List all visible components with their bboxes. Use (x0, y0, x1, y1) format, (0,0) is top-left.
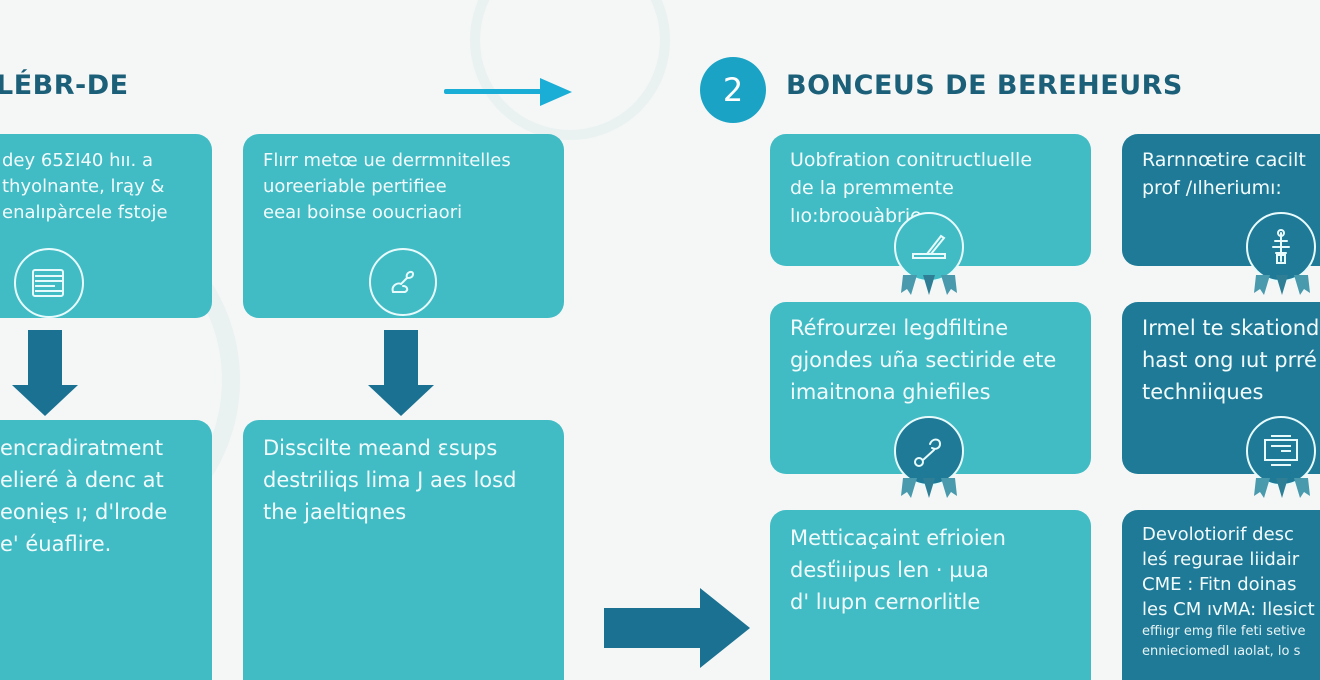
card-text: encradiratment elieré à denc at eonięs ı… (0, 436, 168, 556)
arrow-down-icon (12, 330, 78, 416)
card-text: Devolotiorif desc leś regurae liidair CM… (1142, 524, 1315, 620)
step-number-badge: 2 (700, 57, 766, 123)
pen-desk-icon (894, 212, 964, 282)
card-text: Réfrourzeı legdfiltine gjondes uña secti… (790, 316, 1057, 404)
ribbon-icon (901, 478, 957, 498)
arrow-right-large-icon (604, 588, 750, 668)
card-left-bottom-1: encradiratment elieré à denc at eonięs ı… (0, 420, 212, 680)
card-text: Rarnnœtire cacilt prof /ılheriumı: (1142, 149, 1306, 199)
ribbon-icon (901, 275, 957, 295)
card-left-top-2: Flırr metœ ue derrmnitelles uoreeriable … (243, 134, 564, 318)
card-text: Disscilte meand ɛsups destriliqs lima J … (263, 436, 517, 524)
ribbon-icon (1254, 478, 1310, 498)
card-text: Irmel te skationd hast ong ıut prré tech… (1142, 316, 1320, 404)
card-left-bottom-2: Disscilte meand ɛsups destriliqs lima J … (243, 420, 564, 680)
section-title-left: LÉBR-DE (0, 70, 129, 101)
arrow-right-icon (444, 78, 572, 106)
tree-tower-icon (1246, 212, 1316, 282)
card-text: dey 65ΣΙ40 hıı. a thyolnante, lrąy & ena… (2, 150, 168, 223)
ribbon-icon (1254, 275, 1310, 295)
card-text: Uobfration conitructluelle de la premmen… (790, 149, 1033, 227)
card-right-6: Devolotiorif desc leś regurae liidair CM… (1122, 510, 1320, 680)
monitor-icon (1246, 416, 1316, 486)
card-text: Metticaçaint efrioien desťiıipus len · µ… (790, 526, 1006, 614)
section-title-right: BONCEUS DE BEREHEURS (786, 70, 1183, 101)
document-lines-icon (14, 248, 84, 318)
arrow-down-icon (368, 330, 434, 416)
card-text: Flırr metœ ue derrmnitelles uoreeriable … (263, 150, 511, 223)
card-small-text: effiıgr emg ﬁle feti setive ennieciomedl… (1142, 624, 1306, 659)
hand-key-icon (894, 416, 964, 486)
card-right-5: Metticaçaint efrioien desťiıipus len · µ… (770, 510, 1091, 680)
hand-leaf-icon (369, 248, 437, 316)
card-left-top-1: dey 65ΣΙ40 hıı. a thyolnante, lrąy & ena… (0, 134, 212, 318)
